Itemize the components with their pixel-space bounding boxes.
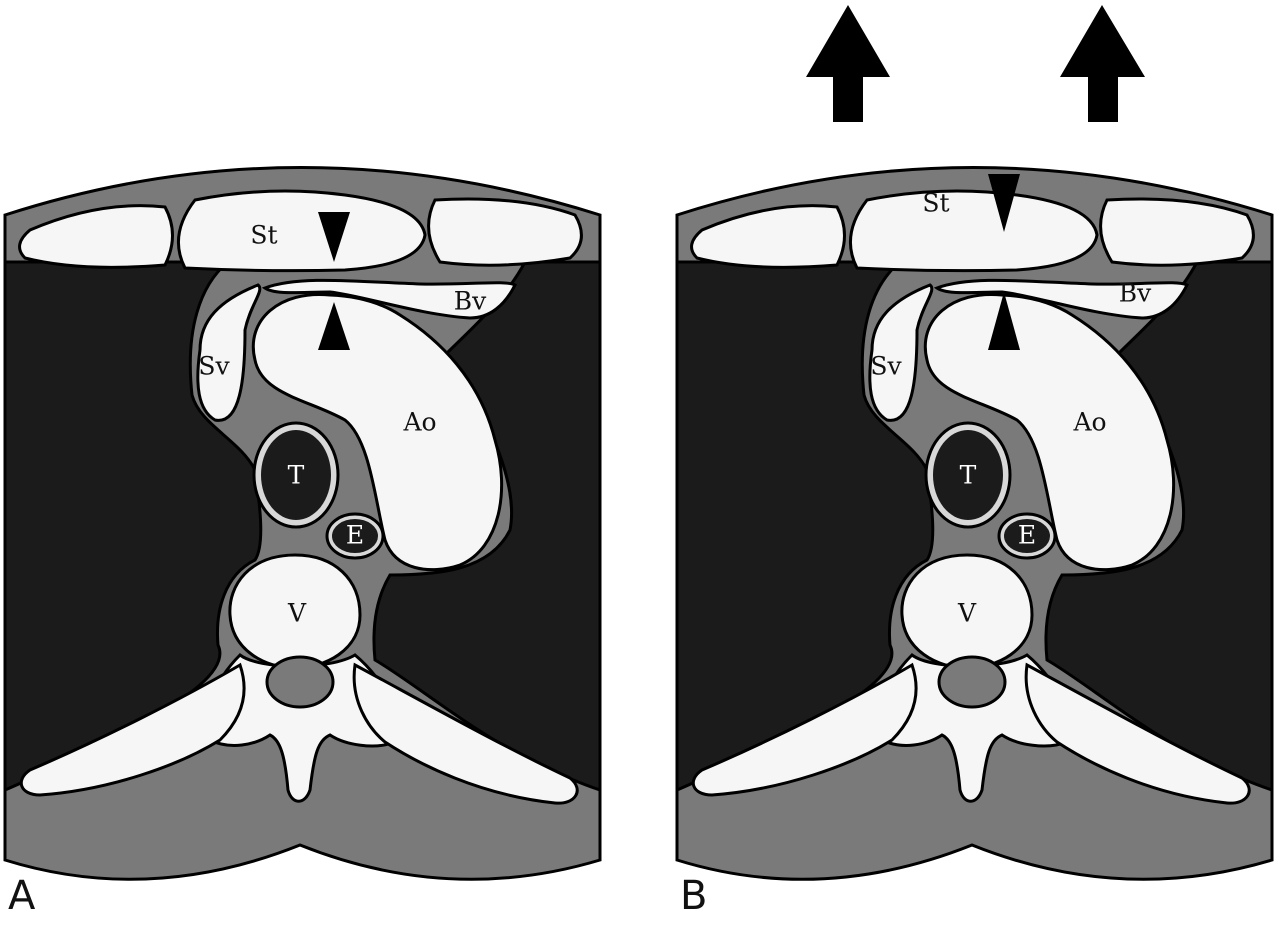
label-sv: Sv <box>198 352 230 381</box>
label-t: T <box>288 461 305 490</box>
upper-arrowhead <box>988 174 1020 232</box>
panel-letter-b: B <box>680 873 708 919</box>
label-st: St <box>250 221 277 250</box>
label-ao: Ao <box>402 408 436 437</box>
panel-a: St Bv Sv Ao T E V <box>3 166 602 881</box>
upward-arrow-left <box>806 5 890 122</box>
label-ao: Ao <box>1072 408 1106 437</box>
label-v: V <box>287 599 307 628</box>
label-bv: Bv <box>454 287 487 316</box>
lower-arrowhead <box>988 292 1020 350</box>
upper-arrowhead <box>318 212 350 262</box>
label-v: V <box>957 599 977 628</box>
label-bv: Bv <box>1119 279 1152 308</box>
lower-arrowhead <box>318 302 350 350</box>
panel-b: St Bv Sv Ao T E V <box>675 5 1274 881</box>
label-t: T <box>960 461 977 490</box>
label-e: E <box>346 521 364 550</box>
label-st: St <box>922 189 949 218</box>
label-e: E <box>1018 521 1036 550</box>
label-sv: Sv <box>870 352 902 381</box>
upward-arrow-right <box>1060 5 1145 122</box>
panel-letter-a: A <box>8 873 36 919</box>
